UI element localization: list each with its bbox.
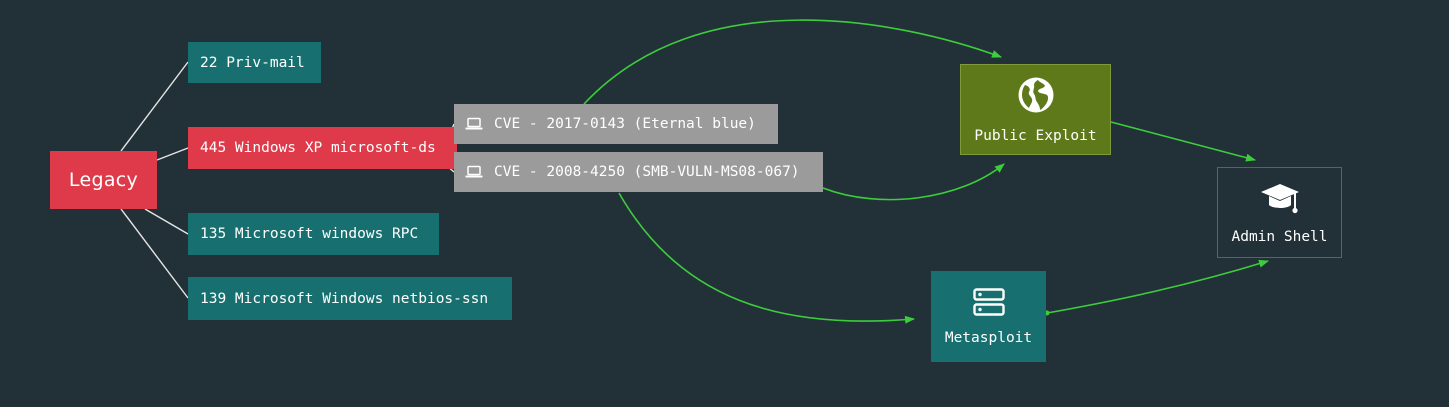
vuln-node-eternal-blue[interactable]: CVE - 2017-0143 (Eternal blue) bbox=[454, 104, 778, 144]
port-node-microsoft-ds[interactable]: 445 Windows XP microsoft-ds bbox=[188, 127, 457, 169]
port-node-rpc[interactable]: 135 Microsoft windows RPC bbox=[188, 213, 439, 255]
admin-shell-node[interactable]: Admin Shell bbox=[1217, 167, 1342, 258]
port-node-label: 139 Microsoft Windows netbios-ssn bbox=[200, 290, 489, 307]
edge-ms08-067-to-public-exploit bbox=[822, 163, 1005, 201]
edge-root-to-rpc bbox=[144, 208, 189, 235]
admin-shell-label: Admin Shell bbox=[1231, 228, 1328, 245]
edge-root-to-priv-mail bbox=[120, 61, 189, 152]
edge-eternal-blue-to-public-exploit bbox=[583, 19, 1002, 105]
laptop-icon bbox=[465, 165, 483, 179]
metasploit-label: Metasploit bbox=[944, 329, 1033, 346]
vuln-node-label: CVE - 2017-0143 (Eternal blue) bbox=[494, 116, 756, 132]
graduation-cap-icon bbox=[1260, 181, 1300, 219]
vuln-node-ms08-067[interactable]: CVE - 2008-4250 (SMB-VULN-MS08-067) bbox=[454, 152, 823, 192]
edge-root-to-netbios bbox=[120, 208, 189, 299]
port-node-netbios[interactable]: 139 Microsoft Windows netbios-ssn bbox=[188, 277, 512, 320]
root-node-label: Legacy bbox=[68, 169, 139, 191]
globe-icon bbox=[1017, 76, 1055, 118]
edge-metasploit-to-admin-shell bbox=[1046, 259, 1269, 314]
root-node-legacy[interactable]: Legacy bbox=[50, 151, 157, 209]
metasploit-node[interactable]: Metasploit bbox=[931, 271, 1046, 362]
port-node-priv-mail[interactable]: 22 Priv-mail bbox=[188, 42, 321, 83]
edge-root-to-microsoft-ds bbox=[156, 147, 189, 161]
vuln-node-label: CVE - 2008-4250 (SMB-VULN-MS08-067) bbox=[494, 164, 800, 180]
edge-public-exploit-to-admin-shell bbox=[1110, 121, 1256, 162]
port-node-label: 22 Priv-mail bbox=[200, 54, 305, 71]
port-node-label: 135 Microsoft windows RPC bbox=[200, 226, 419, 242]
server-icon bbox=[972, 287, 1005, 320]
port-node-label: 445 Windows XP microsoft-ds bbox=[200, 140, 436, 156]
laptop-icon bbox=[465, 117, 483, 131]
public-exploit-node[interactable]: Public Exploit bbox=[960, 64, 1111, 155]
edge-ms08-067-to-metasploit bbox=[618, 192, 915, 324]
public-exploit-label: Public Exploit bbox=[974, 127, 1097, 144]
